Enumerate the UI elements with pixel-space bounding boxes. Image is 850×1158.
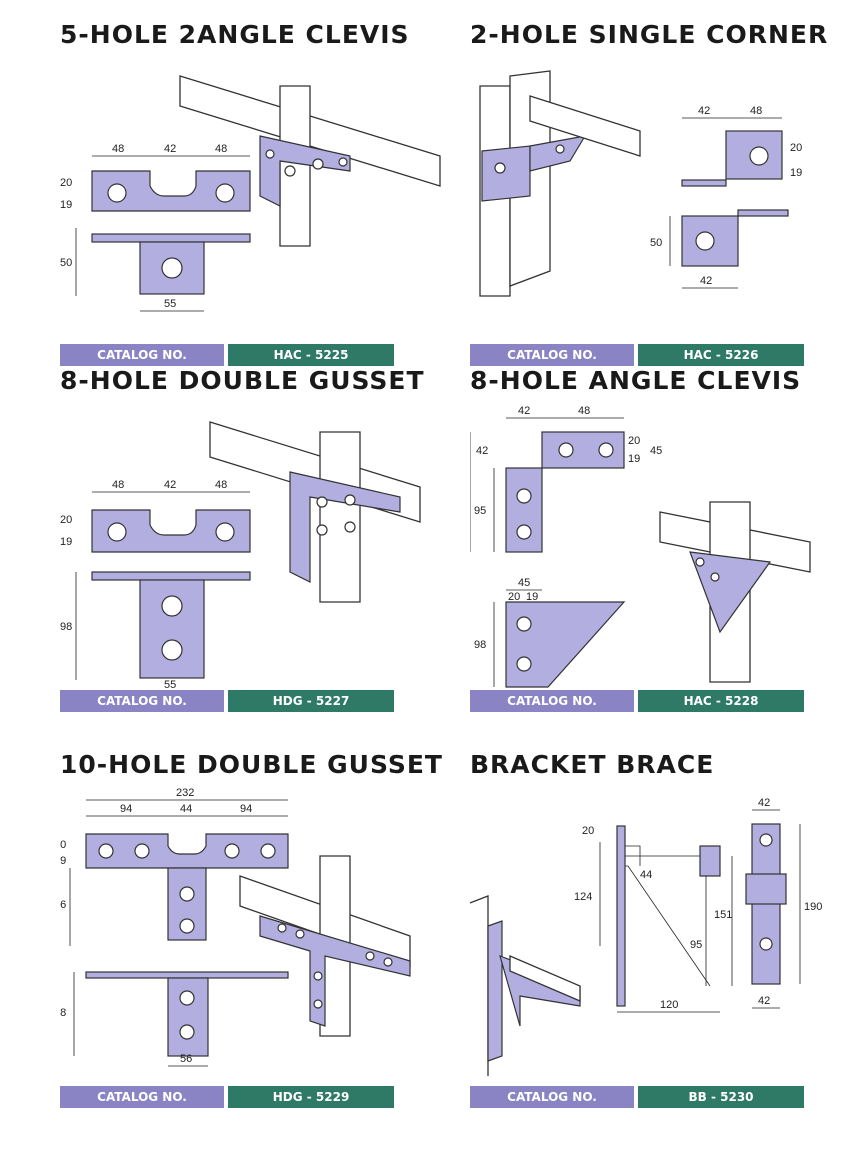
technical-drawing: 48 42 48 20 19 98 55 xyxy=(60,421,421,692)
svg-text:44: 44 xyxy=(640,869,652,881)
svg-text:20: 20 xyxy=(508,591,520,603)
svg-text:19: 19 xyxy=(526,591,538,603)
svg-text:151: 151 xyxy=(714,909,732,921)
product-panel-hac-5226: 2-HOLE SINGLE CORNER 42 48 20 19 50 42 C… xyxy=(470,20,850,390)
svg-text:20: 20 xyxy=(628,435,640,447)
svg-text:20: 20 xyxy=(60,177,72,189)
svg-text:124: 124 xyxy=(574,891,592,903)
svg-text:120: 120 xyxy=(660,999,678,1011)
svg-text:20: 20 xyxy=(60,839,66,851)
svg-text:48: 48 xyxy=(215,143,227,155)
svg-text:98: 98 xyxy=(474,639,486,651)
product-panel-hac-5225: 5-HOLE 2ANGLE CLEVIS 48 42 48 20 19 50 5… xyxy=(60,20,460,390)
product-panel-hdg-5229: 10-HOLE DOUBLE GUSSET 232 94 44 94 20 19… xyxy=(60,750,460,1120)
svg-text:42: 42 xyxy=(700,275,712,287)
catalog-number: HDG - 5227 xyxy=(228,690,394,712)
catalog-number: HAC - 5226 xyxy=(638,344,804,366)
svg-text:42: 42 xyxy=(758,995,770,1007)
product-title: 5-HOLE 2ANGLE CLEVIS xyxy=(60,20,410,49)
svg-text:48: 48 xyxy=(750,105,762,117)
svg-text:20: 20 xyxy=(582,825,594,837)
svg-text:19: 19 xyxy=(60,536,72,548)
product-panel-bb-5230: BRACKET BRACE 20 44 124 95 151 120 42 19… xyxy=(470,750,850,1120)
product-panel-hdg-5227: 8-HOLE DOUBLE GUSSET 48 42 48 20 19 98 5… xyxy=(60,366,460,736)
catalog-number: HAC - 5225 xyxy=(228,344,394,366)
svg-text:50: 50 xyxy=(60,257,72,269)
svg-text:45: 45 xyxy=(650,445,662,457)
svg-text:42: 42 xyxy=(164,143,176,155)
product-title: 2-HOLE SINGLE CORNER xyxy=(470,20,829,49)
catalog-number: BB - 5230 xyxy=(638,1086,804,1108)
technical-drawing: 20 44 124 95 151 120 42 190 42 xyxy=(470,797,822,1076)
svg-text:48: 48 xyxy=(112,143,124,155)
svg-text:42: 42 xyxy=(164,479,176,491)
technical-drawing: 42 48 20 19 50 42 xyxy=(479,70,802,297)
svg-text:42: 42 xyxy=(698,105,710,117)
svg-text:48: 48 xyxy=(578,405,590,417)
svg-text:232: 232 xyxy=(176,787,194,799)
svg-text:19: 19 xyxy=(60,199,72,211)
svg-text:95: 95 xyxy=(690,939,702,951)
svg-text:98: 98 xyxy=(60,621,72,633)
svg-text:96: 96 xyxy=(60,899,66,911)
product-title: 10-HOLE DOUBLE GUSSET xyxy=(60,750,443,779)
catalog-number: HDG - 5229 xyxy=(228,1086,394,1108)
technical-drawing: 232 94 44 94 20 19 96 98 56 xyxy=(60,787,411,1067)
catalog-label: CATALOG NO. xyxy=(470,690,634,712)
svg-text:45: 45 xyxy=(518,577,530,589)
svg-text:55: 55 xyxy=(164,679,176,691)
technical-drawing: 42 48 42 20 19 45 137 137 95 45 20 19 98 xyxy=(470,405,811,688)
catalog-label: CATALOG NO. xyxy=(60,344,224,366)
svg-text:19: 19 xyxy=(790,167,802,179)
svg-text:20: 20 xyxy=(790,142,802,154)
svg-text:20: 20 xyxy=(60,514,72,526)
svg-text:94: 94 xyxy=(240,803,252,815)
svg-text:42: 42 xyxy=(518,405,530,417)
svg-text:190: 190 xyxy=(804,901,822,913)
svg-text:48: 48 xyxy=(112,479,124,491)
svg-text:56: 56 xyxy=(180,1053,192,1065)
svg-text:42: 42 xyxy=(476,445,488,457)
product-panel-hac-5228: 8-HOLE ANGLE CLEVIS 42 48 42 20 19 45 13… xyxy=(470,366,850,736)
svg-text:55: 55 xyxy=(164,298,176,310)
svg-text:19: 19 xyxy=(60,855,66,867)
svg-text:95: 95 xyxy=(474,505,486,517)
product-title: 8-HOLE ANGLE CLEVIS xyxy=(470,366,802,395)
product-title: BRACKET BRACE xyxy=(470,750,715,779)
svg-text:98: 98 xyxy=(60,1007,66,1019)
catalog-label: CATALOG NO. xyxy=(60,1086,224,1108)
catalog-number: HAC - 5228 xyxy=(638,690,804,712)
svg-text:19: 19 xyxy=(628,453,640,465)
catalog-label: CATALOG NO. xyxy=(470,344,634,366)
svg-text:42: 42 xyxy=(758,797,770,809)
product-title: 8-HOLE DOUBLE GUSSET xyxy=(60,366,425,395)
technical-drawing: 48 42 48 20 19 50 55 xyxy=(60,75,441,312)
catalog-label: CATALOG NO. xyxy=(470,1086,634,1108)
catalog-label: CATALOG NO. xyxy=(60,690,224,712)
svg-text:44: 44 xyxy=(180,803,192,815)
svg-text:48: 48 xyxy=(215,479,227,491)
svg-text:94: 94 xyxy=(120,803,132,815)
svg-text:50: 50 xyxy=(650,237,662,249)
